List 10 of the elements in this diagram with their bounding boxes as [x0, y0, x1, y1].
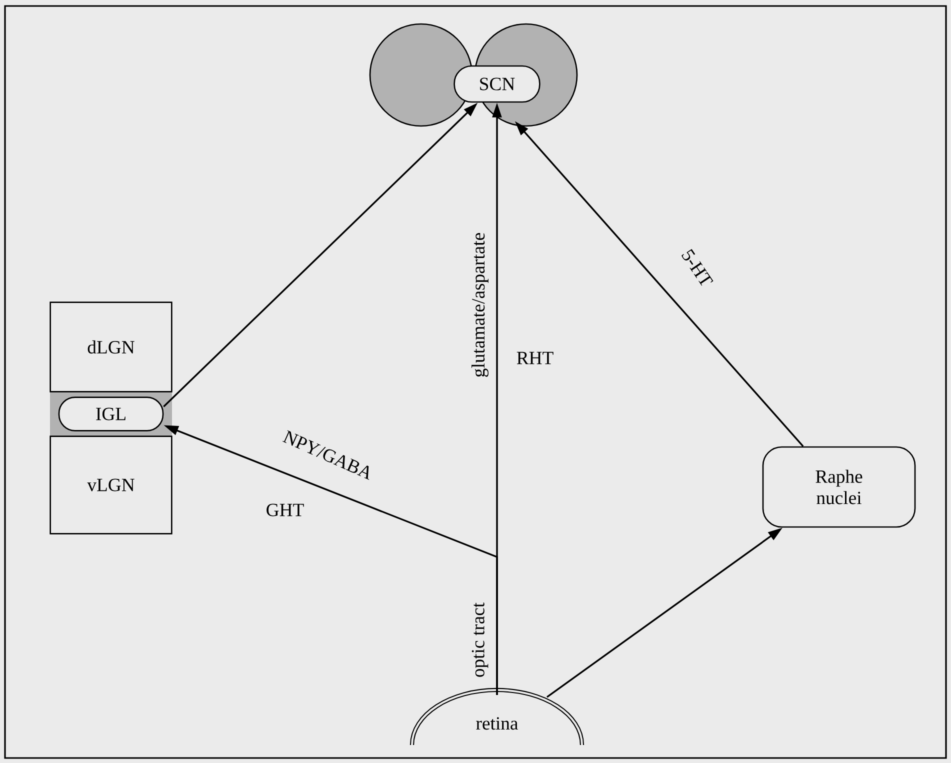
pathway-label: GHT: [264, 502, 306, 518]
nucleus-pill: SCN: [454, 65, 540, 103]
pathway-label: optic tract: [470, 601, 490, 679]
nucleus-pill: IGL: [58, 396, 164, 432]
nucleus-box: Raphe nuclei: [762, 446, 916, 528]
edge-label: glutamate/aspartate: [470, 231, 490, 379]
nucleus-box: vLGN: [50, 436, 172, 534]
retina-drawing: retina: [410, 688, 584, 746]
nucleus-box: dLGN: [50, 302, 172, 392]
pathway-label: RHT: [515, 350, 555, 366]
